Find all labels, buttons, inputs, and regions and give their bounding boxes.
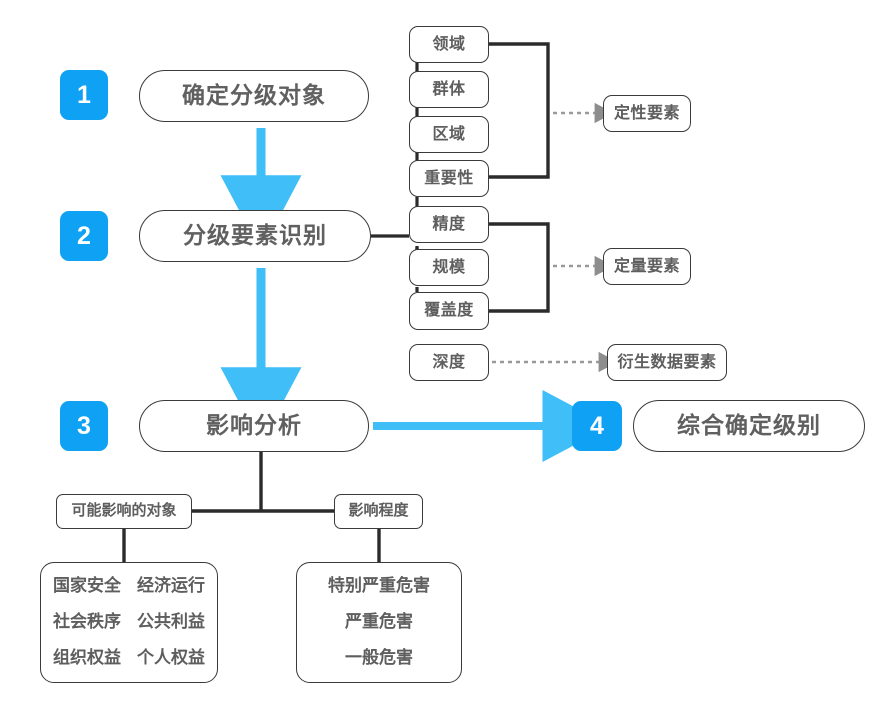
connector-impact-split xyxy=(122,452,381,562)
impact-degree-label: 影响程度 xyxy=(348,502,409,520)
bracket-qualitative xyxy=(489,42,614,179)
stage-box-2[interactable]: 分级要素识别 xyxy=(139,210,371,262)
target-box-qualitative[interactable]: 定性要素 xyxy=(603,95,691,132)
factor-box-quyu-label: 区域 xyxy=(432,125,466,143)
stage-box-4-title: 综合确定级别 xyxy=(677,412,821,439)
target-box-qualitative-label: 定性要素 xyxy=(613,104,680,122)
target-box-quantitative-label: 定量要素 xyxy=(613,257,680,275)
factor-box-zhongyaoxing-label: 重要性 xyxy=(424,169,474,187)
factor-box-guimo[interactable]: 规模 xyxy=(409,249,489,286)
stage-badge-3-number: 3 xyxy=(77,411,91,440)
factor-box-fugaidu[interactable]: 覆盖度 xyxy=(409,292,489,330)
factor-box-shendu-label: 深度 xyxy=(432,353,466,371)
factor-box-quti-label: 群体 xyxy=(432,80,466,98)
stage-box-1[interactable]: 确定分级对象 xyxy=(139,70,369,122)
stage-box-1-title: 确定分级对象 xyxy=(182,82,326,109)
stage-box-2-title: 分级要素识别 xyxy=(183,222,327,249)
impact-object-item: 经济运行 xyxy=(137,576,205,596)
target-box-derived-label: 衍生数据要素 xyxy=(617,353,717,371)
stage-badge-1: 1 xyxy=(60,70,108,120)
impact-object-item: 国家安全 xyxy=(53,576,121,596)
stage-badge-2: 2 xyxy=(60,211,108,261)
factor-box-fugaidu-label: 覆盖度 xyxy=(424,302,474,320)
stage-badge-1-number: 1 xyxy=(77,80,91,109)
stage-box-3[interactable]: 影响分析 xyxy=(139,400,369,452)
factor-box-quti[interactable]: 群体 xyxy=(409,71,489,108)
impact-objects-grid: 国家安全 经济运行 社会秩序 公共利益 组织权益 个人权益 xyxy=(53,575,205,670)
impact-degree-list-box: 特别严重危害 严重危害 一般危害 xyxy=(296,562,462,683)
impact-degree-item: 一般危害 xyxy=(345,647,413,667)
impact-degree-stack: 特别严重危害 严重危害 一般危害 xyxy=(328,575,430,670)
factor-box-lingyu[interactable]: 领域 xyxy=(409,26,489,63)
stage-badge-4: 4 xyxy=(572,401,622,451)
bracket-quantitative xyxy=(489,222,614,313)
impact-object-item: 组织权益 xyxy=(53,647,121,667)
factor-box-jingdu[interactable]: 精度 xyxy=(409,206,489,243)
factor-box-lingyu-label: 领域 xyxy=(432,35,466,53)
impact-degree-item: 严重危害 xyxy=(345,612,413,632)
impact-degree-label-box[interactable]: 影响程度 xyxy=(334,494,423,529)
target-box-derived[interactable]: 衍生数据要素 xyxy=(607,344,727,381)
impact-degree-item: 特别严重危害 xyxy=(328,576,430,596)
factor-box-zhongyaoxing[interactable]: 重要性 xyxy=(409,160,489,197)
stage-badge-2-number: 2 xyxy=(77,221,91,250)
stage-box-3-title: 影响分析 xyxy=(206,412,302,439)
impact-objects-label-box[interactable]: 可能影响的对象 xyxy=(56,494,192,529)
impact-object-item: 公共利益 xyxy=(137,612,205,632)
factor-box-jingdu-label: 精度 xyxy=(432,215,466,233)
impact-objects-list-box: 国家安全 经济运行 社会秩序 公共利益 组织权益 个人权益 xyxy=(40,562,218,683)
stage-badge-4-number: 4 xyxy=(590,411,604,440)
target-box-quantitative[interactable]: 定量要素 xyxy=(603,248,691,285)
impact-objects-label: 可能影响的对象 xyxy=(71,502,177,520)
impact-object-item: 社会秩序 xyxy=(53,612,121,632)
factor-box-guimo-label: 规模 xyxy=(432,258,466,276)
stage-badge-3: 3 xyxy=(60,401,108,451)
factor-box-quyu[interactable]: 区域 xyxy=(409,116,489,153)
stage-box-4[interactable]: 综合确定级别 xyxy=(633,400,865,452)
impact-object-item: 个人权益 xyxy=(137,647,205,667)
factor-box-shendu[interactable]: 深度 xyxy=(409,344,489,381)
